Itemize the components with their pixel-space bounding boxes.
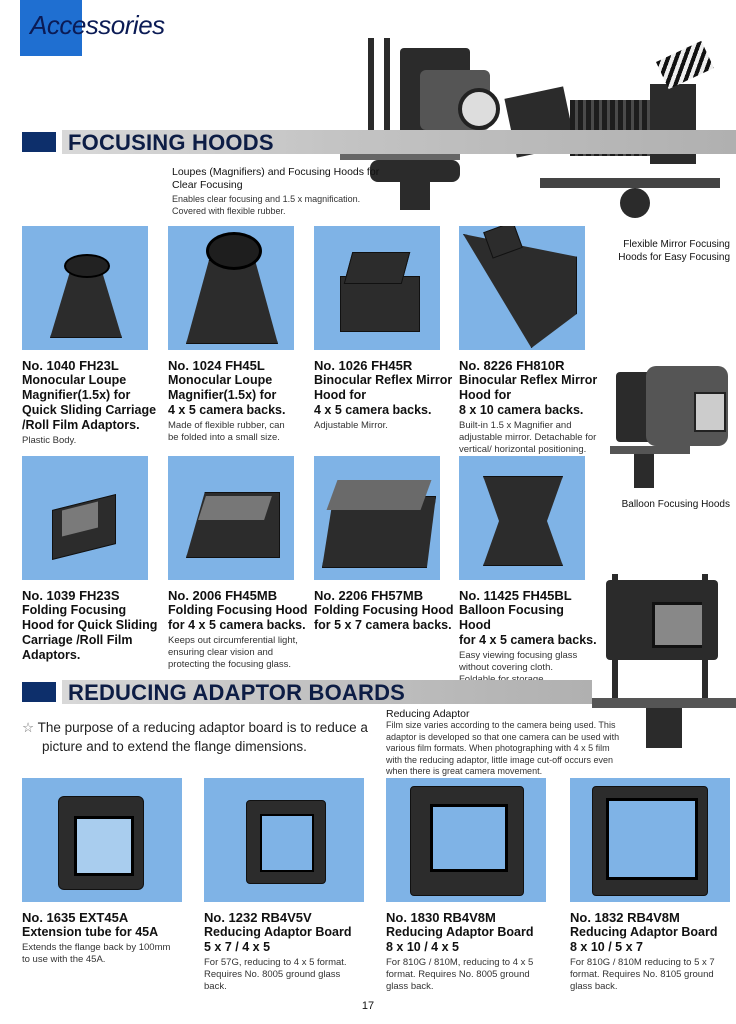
product-title: Extension tube for 45A [22,925,159,939]
product-fh45mb: No. 2006 FH45MB Folding Focusing Hood fo… [168,588,308,671]
product-fh23l: No. 1040 FH23L Monocular Loupe Magnifier… [22,358,162,447]
product-title: Reducing Adaptor Board 5 x 7 / 4 x 5 [204,925,352,954]
section-block-marker [22,132,56,152]
product-photo-fh810r [459,226,585,350]
product-number: No. 8226 FH810R [459,358,565,373]
product-rb4v8m-1830: No. 1830 RB4V8M Reducing Adaptor Board 8… [386,910,558,993]
product-photo-rb4v8m-1832 [570,778,730,902]
view-camera-side-illustration [592,574,736,752]
product-title: Monocular Loupe Magnifier(1.5x) for 4 x … [168,373,286,417]
product-title: Reducing Adaptor Board 8 x 10 / 5 x 7 [570,925,718,954]
product-photo-fh57mb [314,456,440,580]
reducing-adaptor-note: Reducing Adaptor Film size varies accord… [386,708,732,778]
note-body: Film size varies according to the camera… [386,720,620,776]
product-number: No. 1039 FH23S [22,588,120,603]
product-number: No. 1832 RB4V8M [570,910,680,925]
intro-title: Loupes (Magnifiers) and Focusing Hoods f… [172,166,380,191]
product-title: Folding Focusing Hood for 5 x 7 camera b… [314,603,454,632]
product-desc: For 810G / 810M reducing to 5 x 7 format… [570,957,715,992]
product-desc: For 810G / 810M, reducing to 4 x 5 forma… [386,957,534,992]
product-title: Reducing Adaptor Board 8 x 10 / 4 x 5 [386,925,534,954]
product-desc: Easy viewing focusing glass without cove… [459,650,578,685]
page-number: 17 [361,1000,375,1012]
intro-desc: Enables clear focusing and 1.5 x magnifi… [172,194,361,216]
product-desc: Made of flexible rubber, can be folded i… [168,420,285,443]
product-number: No. 11425 FH45BL [459,588,572,603]
section-rule [62,680,592,704]
product-photo-ext45a [22,778,182,902]
section-rule [62,130,736,154]
product-number: No. 1635 EXT45A [22,910,129,925]
product-photo-fh45l [168,226,294,350]
purpose-line-2: picture and to extend the flange dimensi… [42,739,307,754]
product-desc: Adjustable Mirror. [314,420,388,431]
product-number: No. 2006 FH45MB [168,588,278,603]
product-photo-fh45r [314,226,440,350]
view-camera-illustration [340,30,530,210]
star-icon: ☆ [22,720,35,735]
product-desc: For 57G, reducing to 4 x 5 format. Requi… [204,957,347,992]
section-tag-label: Accessories [30,10,165,40]
product-rb4v5v: No. 1232 RB4V5V Reducing Adaptor Board 5… [204,910,374,993]
product-fh45l: No. 1024 FH45L Monocular Loupe Magnifier… [168,358,308,444]
product-desc: Plastic Body. [22,435,77,446]
product-number: No. 2206 FH57MB [314,588,424,603]
intro-block: Loupes (Magnifiers) and Focusing Hoods f… [172,166,392,217]
product-number: No. 1830 RB4V8M [386,910,496,925]
note-title: Reducing Adaptor [386,708,470,720]
product-fh23s: No. 1039 FH23S Folding Focusing Hood for… [22,588,162,663]
purpose-line-1: The purpose of a reducing adaptor board … [37,720,368,735]
product-number: No. 1232 RB4V5V [204,910,312,925]
balloon-camera-illustration [606,362,732,492]
section-title-focusing-hoods: FOCUSING HOODS [68,130,274,155]
product-desc: Keeps out circumferential light, ensurin… [168,635,298,670]
product-photo-fh45bl [459,456,585,580]
product-title: Balloon Focusing Hood for 4 x 5 camera b… [459,603,597,647]
product-title: Binocular Reflex Mirror Hood for 4 x 5 c… [314,373,453,417]
product-ext45a: No. 1635 EXT45A Extension tube for 45A E… [22,910,194,966]
product-photo-fh45mb [168,456,294,580]
product-photo-fh23s [22,456,148,580]
section-tag [20,0,82,56]
section-block-marker [22,682,56,702]
product-number: No. 1024 FH45L [168,358,265,373]
section-title-reducing-boards: REDUCING ADAPTOR BOARDS [68,680,406,705]
product-title: Monocular Loupe Magnifier(1.5x) for Quic… [22,373,157,432]
product-desc: Built-in 1.5 x Magnifier and adjustable … [459,420,597,455]
product-desc: Extends the flange back by 100mm to use … [22,942,171,965]
product-photo-rb4v8m-1830 [386,778,546,902]
product-title: Folding Focusing Hood for 4 x 5 camera b… [168,603,308,632]
product-title: Folding Focusing Hood for Quick Sliding … [22,603,158,662]
product-photo-rb4v5v [204,778,364,902]
product-number: No. 1026 FH45R [314,358,413,373]
product-rb4v8m-1832: No. 1832 RB4V8M Reducing Adaptor Board 8… [570,910,736,993]
product-fh810r: No. 8226 FH810R Binocular Reflex Mirror … [459,358,599,456]
product-fh45r: No. 1026 FH45R Binocular Reflex Mirror H… [314,358,454,432]
product-fh57mb: No. 2206 FH57MB Folding Focusing Hood fo… [314,588,454,633]
product-photo-fh23l [22,226,148,350]
product-fh45bl: No. 11425 FH45BL Balloon Focusing Hood f… [459,588,599,686]
caption-flexible-hoods: Flexible Mirror Focusing Hoods for Easy … [618,239,730,263]
purpose-statement: ☆ The purpose of a reducing adaptor boar… [22,718,382,756]
product-title: Binocular Reflex Mirror Hood for 8 x 10 … [459,373,598,417]
caption-balloon-hoods: Balloon Focusing Hoods [621,499,730,510]
product-number: No. 1040 FH23L [22,358,119,373]
